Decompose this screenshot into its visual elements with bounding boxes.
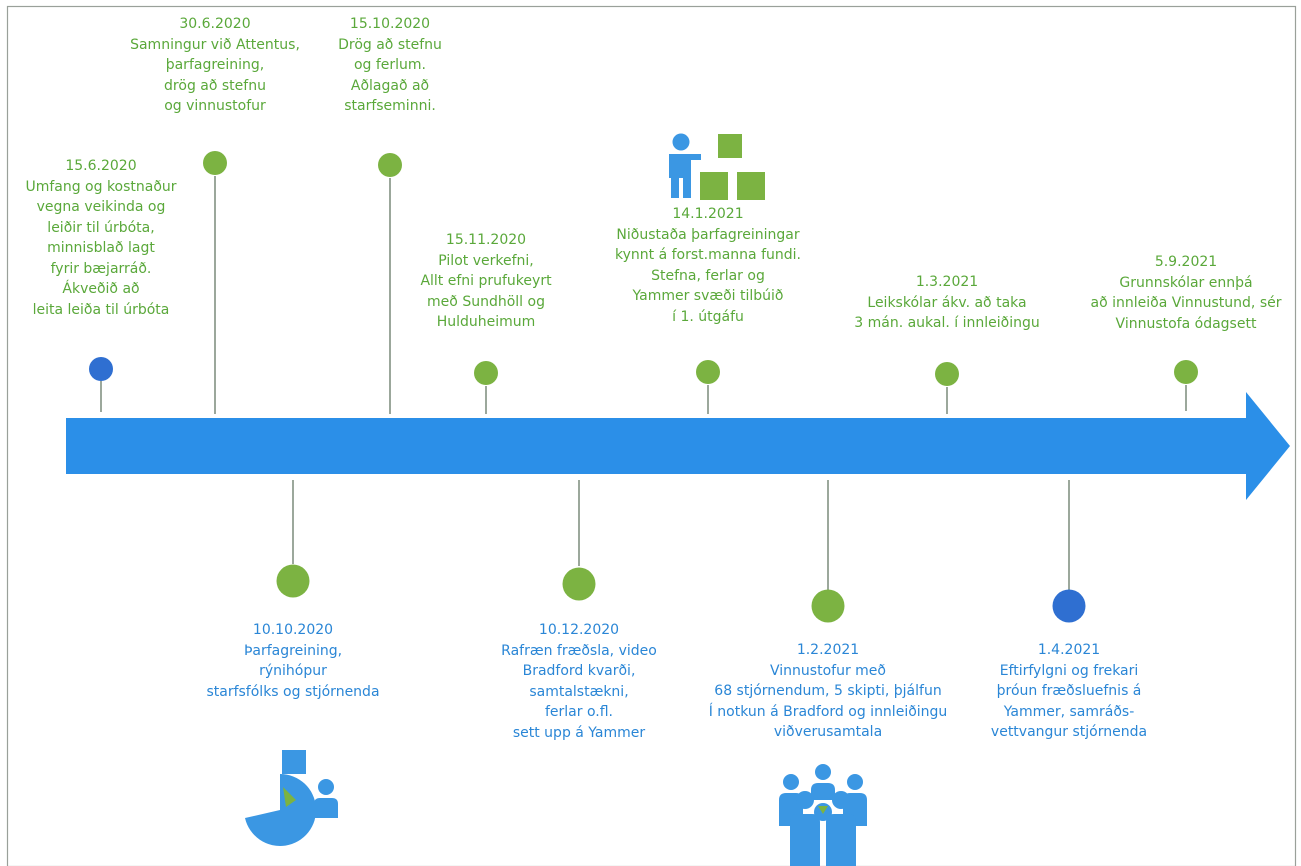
event-description-line: Vinnustofur með xyxy=(770,662,886,679)
event-description-line: minnisblað lagt xyxy=(47,240,155,256)
timeline-arrow xyxy=(66,392,1290,500)
event-description-line: Stefna, ferlar og xyxy=(651,267,765,284)
event-description-line: með Sundhöll og xyxy=(427,293,545,310)
event-description-line: viðverusamtala xyxy=(773,724,883,740)
event-date: 14.1.2021 xyxy=(672,206,744,222)
team-group-icon xyxy=(779,764,867,866)
event-description-line: Eftirfylgni og frekari xyxy=(999,662,1139,679)
event-description-line: að innleiða Vinnustund, sér xyxy=(1090,295,1282,311)
event-description-line: ferlar o.fl. xyxy=(544,704,613,720)
event-description-line: þarfagreining, xyxy=(165,57,265,73)
event-description-line: drög að stefnu xyxy=(164,77,266,94)
event-description-line: leiðir til úrbóta, xyxy=(47,219,155,236)
event-description-line: starfsfólks og stjórnenda xyxy=(206,683,380,700)
event-date: 15.6.2020 xyxy=(65,158,137,174)
event-description-line: rýnihópur xyxy=(259,663,327,679)
event-date: 1.2.2021 xyxy=(796,642,860,658)
event-date: 1.3.2021 xyxy=(915,274,979,290)
event-description-line: Þarfagreining, xyxy=(243,642,343,659)
event-dot xyxy=(276,564,310,598)
event-description-line: Allt efni prufukeyrt xyxy=(420,273,552,289)
event-description-line: Ákveðið að xyxy=(62,281,140,297)
pie-chart-person-icon xyxy=(245,750,338,846)
event-description-line: vettvangur stjórnenda xyxy=(990,724,1148,740)
event-dot xyxy=(696,360,720,384)
event-description-line: Bradford kvarði, xyxy=(522,663,636,679)
event-description-line: vegna veikinda og xyxy=(36,199,166,215)
event-description-line: og ferlum. xyxy=(353,57,427,73)
event-description-line: 68 stjórnendum, 5 skipti, þjálfun xyxy=(714,683,942,699)
event-description-line: í 1. útgáfu xyxy=(672,308,744,325)
event-dot xyxy=(811,589,845,623)
event-dot xyxy=(562,567,596,601)
event-description-line: Í notkun á Bradford og innleiðingu xyxy=(708,703,948,720)
event-description-line: Grunnskólar ennþá xyxy=(1119,274,1253,291)
event-description-line: starfseminni. xyxy=(344,98,436,114)
event-dot xyxy=(935,362,959,386)
event-date: 10.10.2020 xyxy=(252,622,334,638)
event-dot xyxy=(203,151,227,175)
event-description-line: Samningur við Attentus, xyxy=(130,36,300,53)
event-description-line: Hulduheimum xyxy=(436,314,536,330)
timeline-dots xyxy=(89,151,1198,623)
presenter-boxes-icon xyxy=(669,133,765,200)
event-description-line: Vinnustofa ódagsett xyxy=(1115,315,1257,332)
event-description-line: Drög að stefnu xyxy=(338,36,442,53)
event-description-line: Leikskólar ákv. að taka xyxy=(867,294,1027,311)
event-description-line: Niðustaða þarfagreiningar xyxy=(616,226,800,243)
event-description-line: samtalstækni, xyxy=(529,683,629,700)
event-dot xyxy=(1174,360,1198,384)
event-date: 30.6.2020 xyxy=(179,16,251,32)
diagram-border xyxy=(6,5,1297,866)
event-description-line: Aðlagað að xyxy=(350,77,430,94)
event-dot xyxy=(1052,589,1086,623)
event-date: 1.4.2021 xyxy=(1037,642,1101,658)
event-date: 10.12.2020 xyxy=(538,622,620,638)
event-description-line: Rafræn fræðsla, video xyxy=(501,642,657,659)
event-description-line: sett upp á Yammer xyxy=(512,724,646,741)
event-dot xyxy=(89,357,113,381)
event-description-line: Yammer, samráðs- xyxy=(1003,703,1135,720)
event-description-line: kynnt á forst.manna fundi. xyxy=(615,247,801,263)
event-description-line: Umfang og kostnaður xyxy=(25,178,177,195)
event-description-line: Pilot verkefni, xyxy=(438,252,534,269)
event-dot xyxy=(378,153,402,177)
event-dot xyxy=(474,361,498,385)
event-description-line: fyrir bæjarráð. xyxy=(50,260,152,277)
event-description-line: leita leiða til úrbóta xyxy=(32,301,170,318)
event-description-line: og vinnustofur xyxy=(164,98,266,114)
event-description-line: Yammer svæði tilbúið xyxy=(632,288,784,304)
event-date: 15.10.2020 xyxy=(349,16,431,32)
event-description-line: þróun fræðsluefnis á xyxy=(996,683,1142,699)
timeline-stems xyxy=(100,176,1187,590)
event-date: 15.11.2020 xyxy=(445,232,527,248)
event-date: 5.9.2021 xyxy=(1154,254,1218,270)
event-description-line: 3 mán. aukal. í innleiðingu xyxy=(854,315,1040,331)
